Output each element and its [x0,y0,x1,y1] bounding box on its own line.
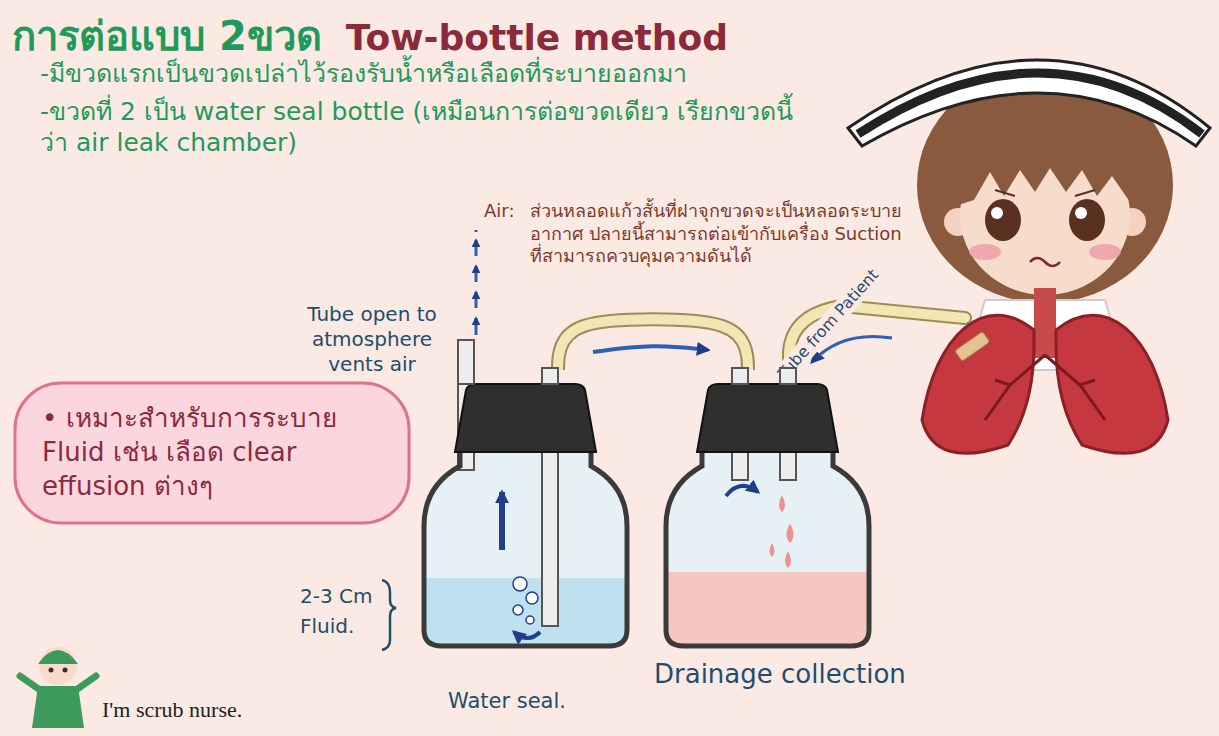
brace [382,580,396,650]
bottle-drawing [660,368,875,652]
water-seal-bottle-shape [418,340,633,652]
note-label: -ขวดที่ 2 เป็น water seal bottle (เหมือน… [40,96,820,159]
bottle-label: Drainage collection [654,658,906,692]
scrub-nurse-figure [20,647,96,728]
connecting-tube [558,319,748,370]
drainage-bottle: Drainage collection [660,340,875,652]
title: การต่อแบบ 2ขวด [12,4,322,68]
water-seal-bottle: Water seal. [418,340,633,652]
bottle-label: Water seal. [448,688,566,715]
nurse-illustration [848,60,1210,453]
drainage-bottle-shape [660,340,875,652]
bottle-drawing [418,340,633,658]
note-label: ส่วนหลอดแก้วสั้นที่ฝาจุกขวดจะเป็นหลอดระบ… [530,200,902,268]
air-arrow [475,228,478,335]
note-label: I'm scrub nurse. [102,696,242,724]
note-label: -มีขวดแรกเป็นขวดเปล่าไว้รองรับน้ำหรือเลื… [40,58,860,89]
note-label: Fluid. [300,614,354,639]
subtitle: Tow-bottle method [346,17,728,58]
note-label: 2-3 Cm [300,584,372,609]
note-text: • เหมาะสำหรับการระบาย Fluid เช่น เลือด c… [42,402,382,503]
header: การต่อแบบ 2ขวด Tow-bottle method [12,4,728,68]
note-cloud: • เหมาะสำหรับการระบาย Fluid เช่น เลือด c… [12,380,412,526]
note-label: Tube open to atmosphere vents air [296,302,448,377]
note-label: Air: [484,200,528,223]
cloud-outline [15,383,409,523]
